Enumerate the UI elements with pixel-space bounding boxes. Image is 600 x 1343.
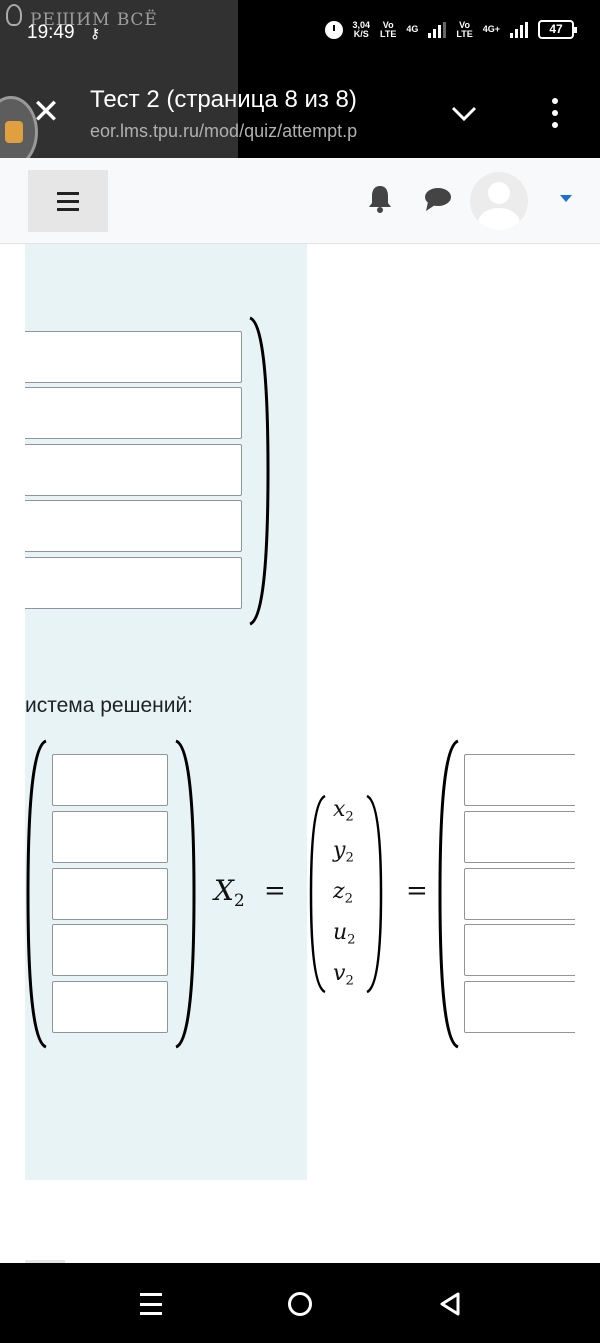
network-1: 4G: [406, 24, 419, 34]
vector-index: 2: [233, 889, 245, 910]
bell-icon[interactable]: [367, 184, 393, 214]
vector-letter: X: [214, 874, 234, 907]
menu-toggle-button[interactable]: [28, 170, 108, 232]
component-index: 2: [345, 973, 354, 989]
component-index: 2: [345, 850, 354, 866]
component-letter: z: [333, 879, 345, 904]
matrix-input-left-1[interactable]: [52, 754, 168, 806]
volte-1-icon: Vo LTE: [380, 19, 397, 39]
watermark-text: РЕШИМ ВСЁ: [30, 10, 158, 30]
chevron-down-icon[interactable]: [448, 98, 480, 130]
scroll-clip-right: [575, 244, 600, 1263]
close-button[interactable]: ✕: [31, 93, 61, 131]
matrix-input-left-5[interactable]: [52, 981, 168, 1033]
matrix-input-left-4[interactable]: [52, 924, 168, 976]
volte-2-icon: Vo LTE: [456, 19, 473, 39]
caret-down-icon[interactable]: [560, 195, 572, 202]
component-x: x2: [333, 797, 354, 825]
matrix-input-left-2[interactable]: [52, 811, 168, 863]
signal-2-icon: [510, 21, 528, 38]
volte-2-bottom: LTE: [456, 28, 473, 39]
signal-1-icon: [428, 21, 447, 38]
equals-sign: =: [264, 876, 286, 906]
component-u: u2: [333, 920, 356, 948]
component-letter: x: [333, 797, 346, 822]
hamburger-line: [57, 207, 79, 211]
matrix-input-left-3[interactable]: [52, 868, 168, 920]
component-index: 2: [345, 809, 354, 825]
battery-icon: 47: [538, 20, 577, 39]
matrix-input-top-4[interactable]: [0, 500, 242, 552]
volte-2-top: Vo: [459, 19, 470, 30]
hamburger-line: [57, 199, 79, 203]
net-speed-unit: K/S: [353, 28, 369, 39]
home-icon[interactable]: [288, 1292, 312, 1316]
equals-sign: =: [406, 876, 428, 906]
left-parenthesis: [26, 739, 47, 1049]
matrix-input-top-5[interactable]: [0, 557, 242, 609]
volte-1-bottom: LTE: [380, 28, 397, 39]
user-avatar[interactable]: [470, 172, 528, 230]
scroll-clip-left: [0, 244, 25, 1263]
vector-label: X2: [214, 874, 245, 910]
menu-line: [140, 1312, 162, 1315]
app-overlay: [0, 0, 238, 158]
component-letter: v: [333, 961, 346, 986]
footer-stub: [25, 1260, 65, 1263]
component-letter: y: [333, 838, 346, 863]
component-index: 2: [344, 891, 353, 907]
component-z: z2: [333, 879, 353, 907]
key-icon: ⚷: [90, 25, 101, 41]
component-index: 2: [347, 932, 356, 948]
quiz-content: истема решений: X2 = x2 y2 z2 u2 v2 =: [0, 244, 600, 1263]
right-parenthesis: [249, 316, 270, 626]
volte-1-top: Vo: [382, 19, 394, 30]
net-speed: 3,04 K/S: [352, 19, 371, 39]
solution-system-label: истема решений:: [25, 694, 194, 717]
net-speed-value: 3,04: [352, 19, 371, 30]
network-2: 4G+: [482, 24, 500, 34]
right-parenthesis: [175, 739, 196, 1049]
avatar-body: [478, 208, 520, 230]
left-parenthesis: [309, 794, 326, 994]
android-nav-bar: [0, 1263, 600, 1343]
page-url[interactable]: eor.lms.tpu.ru/mod/quiz/attempt.p: [90, 121, 358, 141]
lightbulb-icon: [6, 4, 22, 26]
menu-line: [140, 1293, 162, 1296]
component-v: v2: [333, 961, 354, 989]
site-navbar: [0, 158, 600, 244]
status-time: 19:49: [27, 22, 75, 43]
top-bar: РЕШИМ ВСЁ 19:49 ⚷ 3,04 K/S Vo LTE 4G Vo …: [0, 0, 600, 168]
menu-line: [140, 1302, 162, 1306]
component-letter: u: [333, 920, 348, 945]
system-icons: 3,04 K/S Vo LTE 4G Vo LTE 4G+ 47: [324, 19, 577, 39]
component-y: y2: [333, 838, 354, 866]
right-parenthesis: [366, 794, 383, 994]
chat-bubble-icon[interactable]: [424, 186, 452, 212]
recent-apps-icon[interactable]: [140, 1293, 162, 1315]
page-title: Тест 2 (страница 8 из 8): [90, 86, 357, 113]
left-parenthesis: [438, 739, 459, 1049]
avatar-head: [488, 182, 510, 204]
matrix-input-top-2[interactable]: [0, 387, 242, 439]
back-icon[interactable]: [438, 1291, 462, 1317]
matrix-input-top-1[interactable]: [0, 331, 242, 383]
more-options-icon[interactable]: [543, 96, 567, 130]
matrix-input-top-3[interactable]: [0, 444, 242, 496]
alarm-icon: [324, 20, 343, 39]
hamburger-line: [57, 191, 79, 195]
